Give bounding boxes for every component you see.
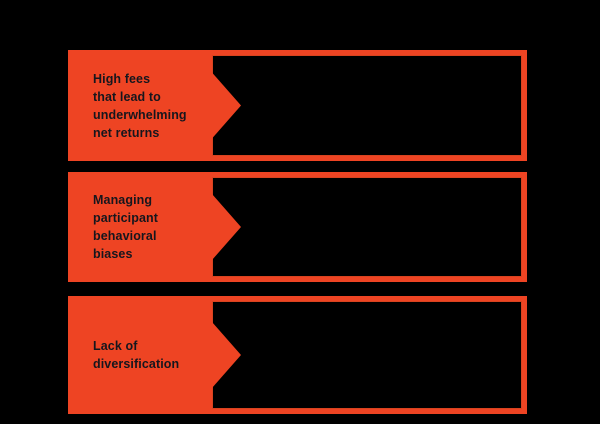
banner-content-panel [212, 177, 522, 277]
banner-label-text: Lack of diversification [93, 339, 180, 371]
banner-content-panel [212, 301, 522, 409]
banner-row-high-fees[interactable]: High fees that lead to underwhelming net… [68, 50, 527, 161]
banner-label-panel: Managing participant behavioral biases [68, 172, 212, 282]
banner-row-lack-of-diversification[interactable]: Lack of diversification [68, 296, 527, 414]
banner-label-panel: High fees that lead to underwhelming net… [68, 50, 212, 161]
banner-label-panel: Lack of diversification [68, 296, 212, 414]
banner-content-panel [212, 55, 522, 156]
banner-row-behavioral-biases[interactable]: Managing participant behavioral biases [68, 172, 527, 282]
banner-label-text: High fees that lead to underwhelming net… [93, 71, 187, 140]
banner-label-text: Managing participant behavioral biases [93, 193, 158, 261]
